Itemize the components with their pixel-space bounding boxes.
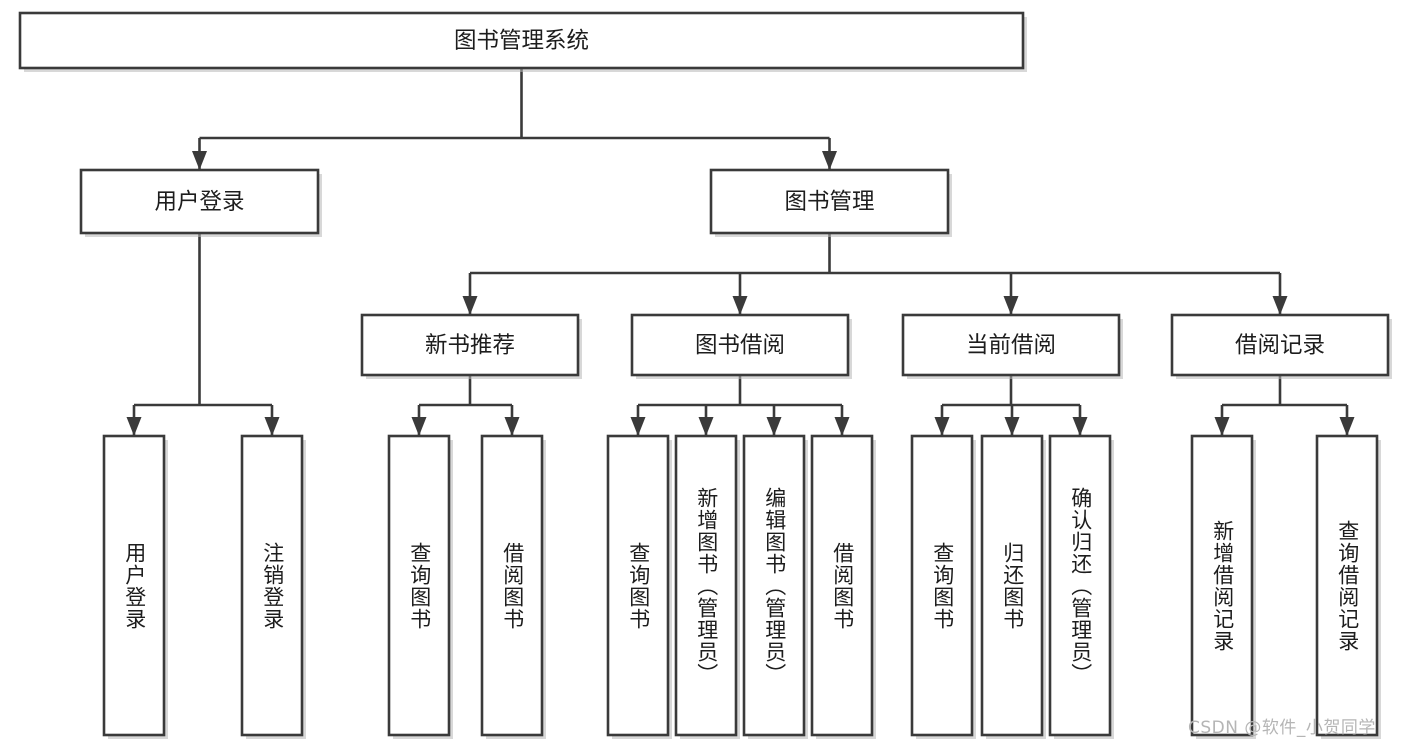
node-box-user-login[interactable]: [79, 168, 320, 235]
node-box-leaf-return-book[interactable]: [980, 434, 1044, 737]
arrow-head-icon: [192, 151, 207, 170]
arrow-head-icon: [934, 417, 950, 436]
arrow-head-icon: [822, 151, 837, 170]
arrow-head-icon: [411, 417, 427, 436]
arrow-head-icon: [1072, 417, 1088, 436]
node-box-leaf-edit-book[interactable]: [742, 434, 806, 737]
arrow-head-icon: [1004, 417, 1020, 436]
node-label-book-manage: 图书管理: [784, 189, 874, 215]
node-label-user-login: 用户登录: [154, 189, 244, 215]
node-boxes: [18, 11, 1392, 739]
node-label-current-borrow: 当前借阅: [966, 333, 1056, 359]
arrow-head-icon: [732, 296, 748, 315]
node-box-leaf-user-login[interactable]: [102, 434, 166, 737]
node-box-book-borrow[interactable]: [630, 313, 850, 377]
node-box-leaf-add-book[interactable]: [674, 434, 738, 737]
node-box-leaf-borrow-book-1[interactable]: [480, 434, 544, 737]
node-box-leaf-query-record[interactable]: [1315, 434, 1379, 737]
node-box-current-borrow[interactable]: [901, 313, 1121, 377]
connector-lines: [126, 68, 1355, 436]
arrow-head-icon: [1003, 296, 1019, 315]
arrow-head-icon: [1214, 417, 1230, 436]
node-box-borrow-record[interactable]: [1170, 313, 1390, 377]
watermark-text: CSDN @软件_小贺同学: [1188, 718, 1376, 738]
arrow-head-icon: [834, 417, 850, 436]
arrow-head-icon: [1339, 417, 1355, 436]
node-box-leaf-query-book-3[interactable]: [910, 434, 974, 737]
node-box-root[interactable]: [18, 11, 1025, 70]
arrow-head-icon: [126, 417, 142, 436]
node-box-leaf-confirm-return[interactable]: [1048, 434, 1112, 737]
node-box-leaf-borrow-book-2[interactable]: [810, 434, 874, 737]
arrow-head-icon: [504, 417, 520, 436]
node-box-leaf-add-record[interactable]: [1190, 434, 1254, 737]
node-box-book-manage[interactable]: [709, 168, 950, 235]
node-label-borrow-record: 借阅记录: [1235, 333, 1325, 359]
node-box-new-book-rec[interactable]: [360, 313, 580, 377]
node-label-root: 图书管理系统: [454, 28, 589, 54]
node-box-leaf-query-book-1[interactable]: [387, 434, 451, 737]
arrow-head-icon: [766, 417, 782, 436]
arrow-head-icon: [630, 417, 646, 436]
node-label-book-borrow: 图书借阅: [695, 333, 785, 359]
node-label-new-book-rec: 新书推荐: [425, 333, 515, 359]
arrow-head-icon: [462, 296, 478, 315]
arrow-head-icon: [698, 417, 714, 436]
arrow-head-icon: [1272, 296, 1288, 315]
node-box-leaf-logout-login[interactable]: [240, 434, 304, 737]
arrow-head-icon: [264, 417, 280, 436]
node-box-leaf-query-book-2[interactable]: [606, 434, 670, 737]
